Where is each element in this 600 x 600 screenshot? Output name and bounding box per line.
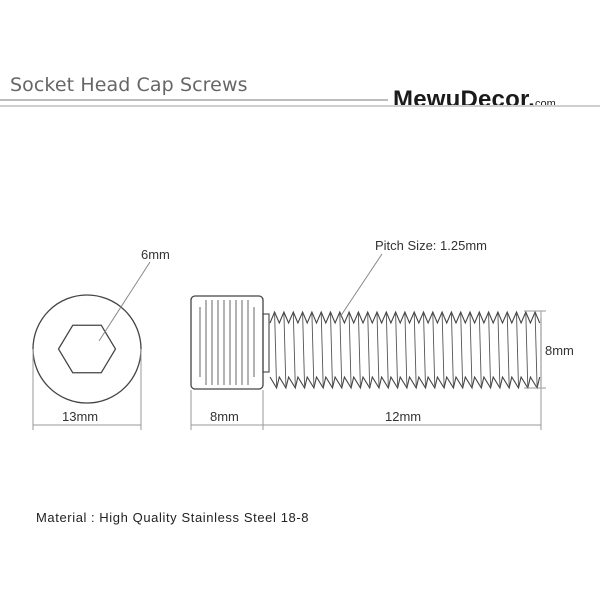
screw-neck [262, 313, 270, 373]
brand-logo: MewuDecor.com [393, 86, 556, 114]
thread-line-11 [376, 312, 380, 388]
thread-line-9 [357, 312, 361, 388]
thread-crest-bottom [269, 375, 541, 390]
thread-crest-top [269, 310, 541, 325]
thread-line-16 [423, 312, 426, 388]
pitch-label: Pitch Size: 1.25mm [375, 238, 487, 253]
thread-line-12 [385, 312, 389, 388]
material-label: Material [36, 510, 88, 525]
thread-line-13 [395, 312, 399, 388]
thread-line-26 [516, 312, 519, 388]
head-height-label: 8mm [210, 409, 239, 424]
thread-line-6 [330, 312, 333, 388]
head-knurl [199, 300, 255, 385]
thread-line-10 [367, 312, 371, 388]
thread-line-21 [469, 312, 473, 388]
threaded-shank [269, 310, 542, 390]
pitch-leader-line [339, 253, 383, 318]
side-view: Pitch Size: 1.25mm 8mm 8mm 12mm [190, 238, 574, 430]
thread-line-27 [525, 312, 529, 388]
thread-diameter-label: 8mm [545, 343, 574, 358]
thread-line-22 [478, 312, 482, 388]
thread-line-5 [320, 312, 324, 388]
material-line: Material:High Quality Stainless Steel 18… [36, 510, 309, 525]
page-title: Socket Head Cap Screws [10, 74, 248, 96]
hex-socket [57, 324, 117, 374]
thread-line-7 [339, 312, 343, 388]
material-separator: : [91, 510, 96, 525]
thread-length-label: 12mm [385, 409, 421, 424]
thread-line-3 [302, 312, 306, 388]
thread-line-23 [488, 312, 492, 388]
hex-socket-label: 6mm [141, 247, 170, 262]
thread-line-0 [274, 312, 278, 388]
screw-head [190, 295, 264, 390]
material-value: High Quality Stainless Steel 18-8 [99, 510, 310, 525]
thread-line-18 [441, 312, 445, 388]
thread-line-28 [534, 312, 538, 388]
thread-line-25 [506, 312, 510, 388]
thread-line-14 [404, 312, 408, 388]
thread-line-20 [460, 312, 464, 388]
end-view: 6mm 13mm [32, 247, 170, 430]
thread-line-24 [497, 312, 501, 388]
thread-line-19 [450, 312, 454, 388]
thread-helix-lines [274, 312, 538, 388]
thread-line-2 [292, 312, 296, 388]
brand-name: MewuDecor. [393, 86, 536, 113]
thread-line-8 [348, 312, 352, 388]
thread-line-1 [283, 312, 287, 388]
hex-leader-line [98, 261, 151, 342]
head-diameter-label: 13mm [62, 409, 98, 424]
head-circle [32, 294, 142, 404]
thread-line-17 [432, 312, 436, 388]
thread-line-4 [311, 312, 315, 388]
thread-line-15 [413, 312, 417, 388]
